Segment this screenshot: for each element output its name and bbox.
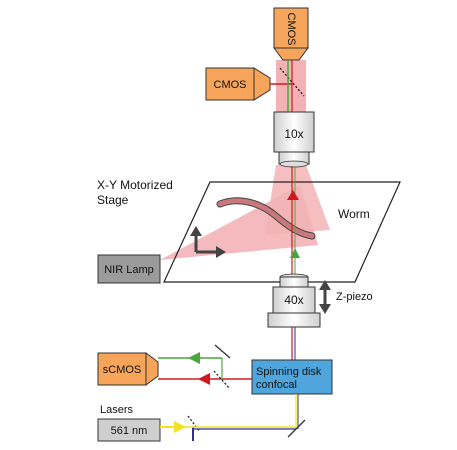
stage-label-line1: X-Y Motorized bbox=[97, 178, 173, 192]
zpiezo-up-icon bbox=[319, 280, 331, 290]
laser-line-label: 561 nm bbox=[111, 425, 148, 437]
confocal-label-line2: confocal bbox=[256, 379, 297, 391]
green-arrow-left-icon bbox=[188, 352, 200, 364]
objective-10x-label: 10x bbox=[284, 127, 303, 141]
stage-arrow-up-icon bbox=[190, 226, 202, 236]
cmos-top-label: CMOS bbox=[285, 13, 297, 46]
nir-lamp-label: NIR Lamp bbox=[104, 264, 154, 276]
scmos-camera bbox=[97, 352, 159, 386]
xy-stage bbox=[163, 181, 401, 283]
beam-arrow-up-green-icon bbox=[290, 248, 300, 258]
mirror-lower bbox=[287, 419, 306, 438]
yellow-arrow-right-icon bbox=[174, 421, 186, 433]
zpiezo-label: Z-piezo bbox=[336, 291, 373, 303]
objective-40x-label: 40x bbox=[284, 293, 303, 307]
cmos-top-camera bbox=[273, 7, 309, 61]
stage-arrow-right-icon bbox=[216, 246, 226, 258]
nir-illumination bbox=[160, 185, 318, 260]
cmos-side-camera bbox=[205, 67, 271, 101]
laser-box bbox=[97, 418, 161, 442]
zpiezo-down-icon bbox=[319, 304, 331, 314]
red-arrow-left-icon bbox=[198, 373, 210, 385]
objective-10x bbox=[273, 111, 315, 168]
mirror-scmos bbox=[214, 344, 231, 359]
worm-label: Worm bbox=[338, 207, 370, 221]
confocal-box bbox=[251, 359, 333, 395]
confocal-label-line1: Spinning disk bbox=[256, 366, 322, 378]
objective-40x bbox=[267, 273, 321, 328]
dichroic-scmos bbox=[213, 370, 231, 390]
worm-body bbox=[217, 198, 315, 239]
cmos-side-label: CMOS bbox=[214, 79, 247, 91]
beam-arrow-up-icon bbox=[287, 190, 299, 200]
nir-lamp-box bbox=[97, 254, 161, 284]
stage-label-line2: Stage bbox=[97, 193, 129, 207]
lasers-label: Lasers bbox=[100, 404, 134, 416]
scmos-label: sCMOS bbox=[103, 364, 142, 376]
